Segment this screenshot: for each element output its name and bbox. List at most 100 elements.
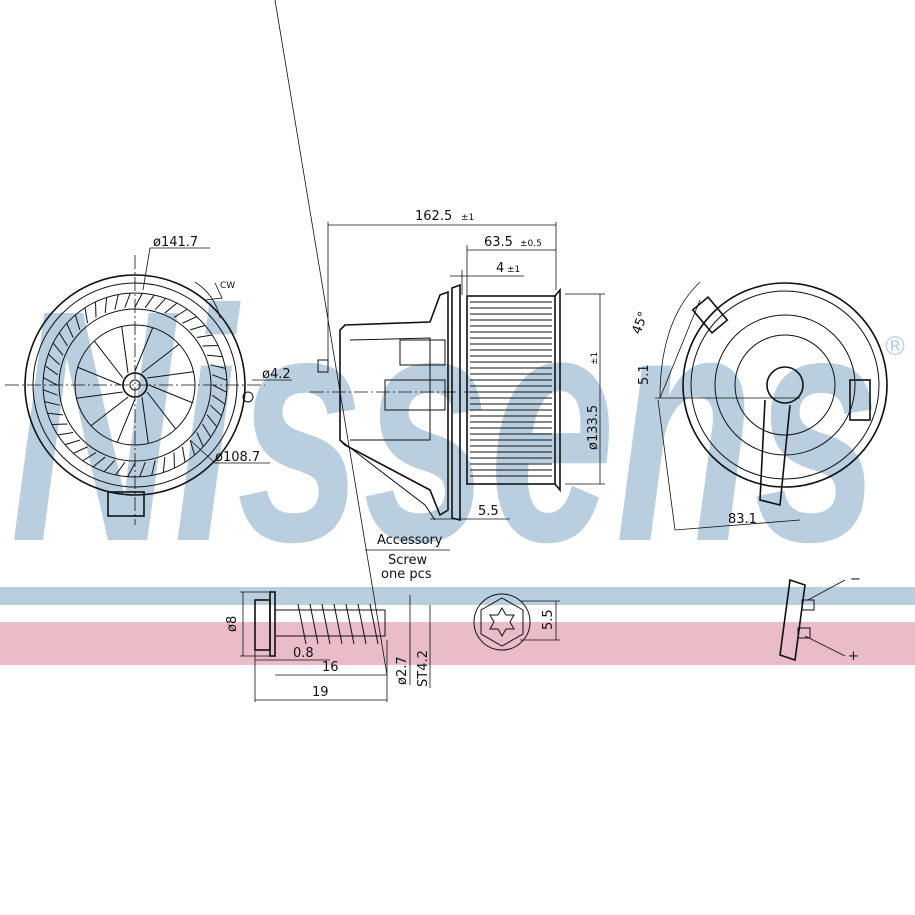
- screw-thread: [357, 603, 367, 645]
- fan-blade: [134, 293, 143, 308]
- hub-spoke: [147, 371, 194, 379]
- gap-tol: ±1: [507, 265, 520, 275]
- front-view: ø141.7 CW ø4.2 ø108.7: [5, 235, 292, 525]
- wheel-diameter-tol: ±1: [590, 352, 600, 365]
- nissens-watermark: Nissens: [10, 241, 880, 610]
- fan-blade: [207, 354, 223, 358]
- fan-blade: [202, 423, 212, 438]
- fan-blade: [212, 394, 226, 405]
- fan-blade: [206, 414, 218, 428]
- hub-spoke: [121, 326, 129, 373]
- plus-label: +: [848, 649, 859, 664]
- hub-spoke: [141, 343, 180, 374]
- minus-label: −: [850, 572, 861, 587]
- fan-blade: [104, 297, 108, 313]
- screw-drawing: ø8 0.8 16 19 ø2.7 ST4.2 5.5: [225, 0, 560, 702]
- fan-blade: [127, 462, 136, 477]
- fan-blade: [115, 462, 126, 476]
- hub-spoke: [141, 397, 149, 444]
- fan-blade: [124, 292, 131, 308]
- fan-blade: [84, 307, 89, 324]
- rotation-label: CW: [220, 281, 235, 291]
- wheel-length-tol: ±0.5: [520, 239, 542, 249]
- fan-blade: [66, 323, 74, 338]
- fan-blade: [181, 446, 186, 463]
- fan-blade: [164, 302, 178, 314]
- fan-blade: [73, 446, 88, 454]
- screw-thread: [321, 603, 331, 645]
- accessory-item: Screw: [388, 553, 427, 568]
- fan-blade: [190, 324, 206, 331]
- fan-blade: [47, 412, 63, 416]
- accessory-title: Accessory: [377, 533, 443, 548]
- fan-blade: [82, 452, 97, 462]
- fan-blade: [151, 460, 156, 476]
- overall-length-tol: ±1: [461, 213, 474, 223]
- fan-blade: [162, 457, 166, 473]
- hub-spoke: [148, 384, 193, 404]
- fan-blade: [52, 342, 64, 356]
- fan-blade: [212, 374, 228, 381]
- wheel-length-label: 63.5: [484, 235, 513, 250]
- gap-label: 4: [496, 261, 504, 276]
- fan-blade: [196, 432, 204, 447]
- fan-blade: [182, 316, 197, 324]
- pink-band: [0, 622, 915, 665]
- hub-spoke: [134, 327, 154, 372]
- fan-blade: [43, 377, 58, 386]
- hub-spoke: [90, 396, 129, 427]
- accessory-quantity: one pcs: [381, 567, 432, 582]
- screw-thread: [333, 603, 343, 645]
- rear-view: 45° 5.1 83.1: [630, 281, 888, 531]
- fan-blade: [114, 294, 119, 310]
- fan-blade: [196, 334, 213, 339]
- fan-blade: [44, 401, 60, 406]
- hole-diameter-label: ø4.2: [262, 367, 291, 382]
- hub-spoke: [116, 398, 136, 443]
- hub-spoke: [76, 391, 123, 399]
- screw-thread: [345, 603, 355, 645]
- blue-band: [0, 587, 915, 605]
- fan-blade: [139, 462, 146, 478]
- fan-blade: [173, 308, 188, 318]
- total-length-label: 19: [312, 685, 329, 700]
- fan-blade: [92, 456, 106, 468]
- side-view: 162.5±1 63.5±0.5 4±1 ø133.5 ±1 5.5: [310, 209, 605, 522]
- hub-spoke: [146, 391, 177, 430]
- hub-spoke: [93, 340, 124, 379]
- fan-blade: [144, 294, 155, 308]
- flange-label: 5.5: [478, 504, 499, 519]
- overall-length-label: 162.5: [415, 209, 452, 224]
- angle-label: 45°: [630, 310, 652, 337]
- fan-blade: [103, 459, 116, 473]
- inner-diameter-label: ø108.7: [215, 450, 260, 465]
- thread-length-label: 16: [322, 660, 339, 675]
- registered-mark: ®: [882, 332, 908, 362]
- fan-blade: [210, 364, 226, 369]
- screw-thread: [369, 603, 379, 645]
- connector-drawing: − +: [779, 572, 861, 664]
- thread-size-label: ST4.2: [416, 650, 431, 687]
- fan-blade: [58, 332, 68, 347]
- fan-blade: [64, 439, 80, 446]
- accessory-note: Accessory Screw one pcs: [365, 533, 450, 582]
- head-diameter-label: ø8: [225, 616, 240, 632]
- drive-size-label: 5.5: [541, 609, 556, 630]
- offset-label: 5.1: [637, 364, 652, 385]
- fan-blade: [47, 353, 61, 366]
- core-diameter-label: ø2.7: [395, 656, 410, 685]
- screw-thread: [297, 603, 307, 645]
- fan-blade: [74, 314, 81, 330]
- fan-blade: [42, 389, 58, 396]
- arm-length-label: 83.1: [728, 512, 757, 527]
- hub-spoke: [77, 366, 122, 386]
- wheel-diameter-label: ø133.5: [586, 405, 601, 450]
- screw-thread: [309, 603, 319, 645]
- fan-blade: [44, 365, 58, 376]
- fan-blade: [209, 404, 223, 417]
- washer-label: 0.8: [293, 646, 314, 661]
- outer-diameter-label: ø141.7: [153, 235, 198, 250]
- watermark-text: Nissens: [10, 241, 880, 610]
